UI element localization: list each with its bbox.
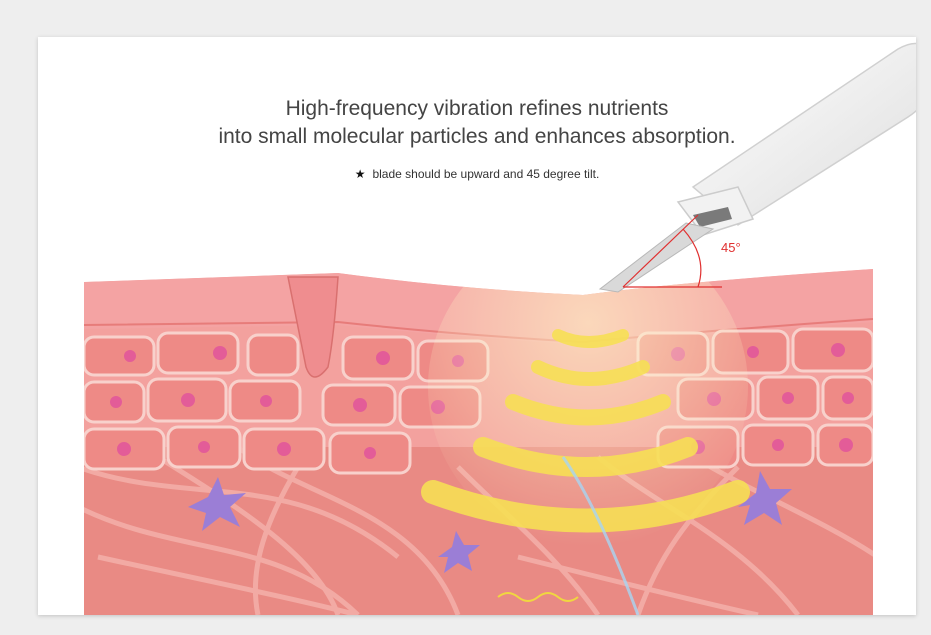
product-illustration-card: High-frequency vibration refines nutrien… bbox=[38, 37, 916, 615]
angle-label: 45° bbox=[721, 240, 741, 255]
headline-line-1: High-frequency vibration refines nutrien… bbox=[38, 95, 916, 123]
usage-note: ★ blade should be upward and 45 degree ti… bbox=[38, 167, 916, 181]
usage-note-text: blade should be upward and 45 degree til… bbox=[372, 167, 599, 181]
headline: High-frequency vibration refines nutrien… bbox=[38, 95, 916, 151]
skin-layers bbox=[78, 227, 878, 615]
star-icon: ★ bbox=[355, 167, 366, 181]
headline-line-2: into small molecular particles and enhan… bbox=[38, 123, 916, 151]
